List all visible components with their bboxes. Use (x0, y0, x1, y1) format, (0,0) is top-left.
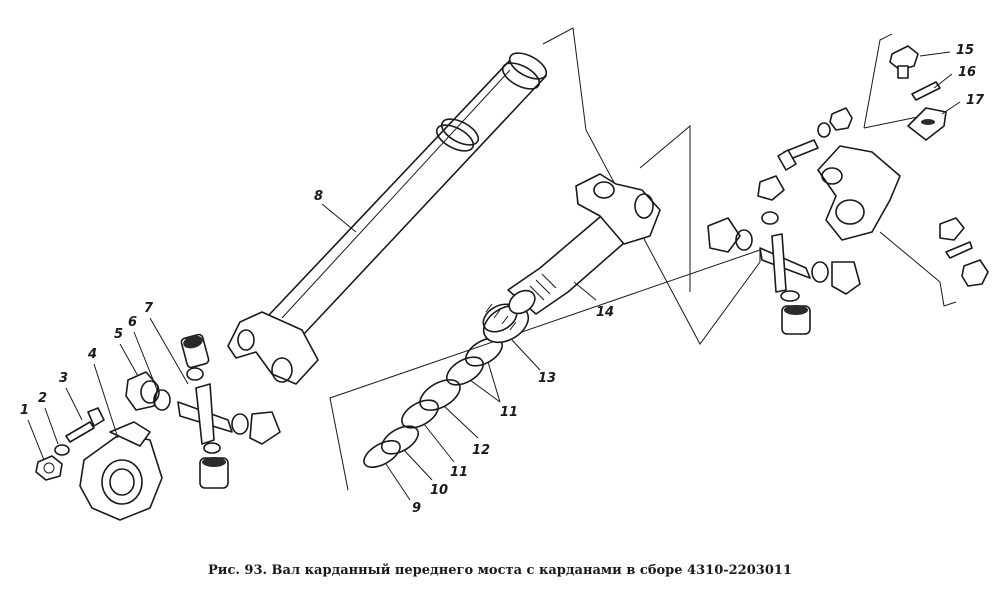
part-2-washer (54, 444, 70, 456)
part-13-splined-bushing (482, 303, 530, 344)
part-6-seal (153, 389, 171, 411)
callout-2: 2 (38, 391, 47, 406)
part-3-bolt (65, 421, 95, 443)
part-1-nut (35, 455, 63, 481)
part-8-shaft-tube (227, 52, 548, 385)
callout-16: 16 (958, 65, 976, 80)
callout-11-b: 11 (500, 405, 518, 420)
diagram-canvas: 1 2 3 4 5 6 7 8 9 10 11 11 12 13 14 15 1… (20, 27, 989, 521)
callout-11-a: 11 (450, 465, 468, 480)
leader-lines (27, 51, 961, 501)
part-5-bearing-cup (125, 371, 159, 411)
callout-7: 7 (144, 301, 154, 316)
part-4-flange (79, 433, 163, 521)
figure-caption: Рис. 93. Вал карданный переднего моста с… (208, 563, 792, 578)
callout-4: 4 (87, 347, 97, 362)
callout-3: 3 (59, 371, 68, 386)
right-universal-joint (707, 33, 989, 335)
callout-17: 17 (966, 93, 985, 108)
callout-13: 13 (538, 371, 556, 386)
part-14-splined-yoke (507, 173, 661, 315)
part-15-bolt (889, 45, 919, 71)
left-universal-joint (35, 333, 281, 521)
callout-15: 15 (956, 43, 974, 58)
callout-10: 10 (430, 483, 448, 498)
callout-6: 6 (128, 315, 137, 330)
callout-8: 8 (314, 189, 323, 204)
callout-9: 9 (412, 501, 421, 516)
callout-labels: 1 2 3 4 5 6 7 8 9 10 11 11 12 13 14 15 1… (20, 43, 985, 516)
part-16-lock-plate (911, 81, 941, 101)
callout-14: 14 (596, 305, 614, 320)
callout-5: 5 (114, 327, 123, 342)
bracket-lines-center (329, 27, 761, 491)
callout-1: 1 (20, 403, 29, 418)
callout-12: 12 (472, 443, 490, 458)
